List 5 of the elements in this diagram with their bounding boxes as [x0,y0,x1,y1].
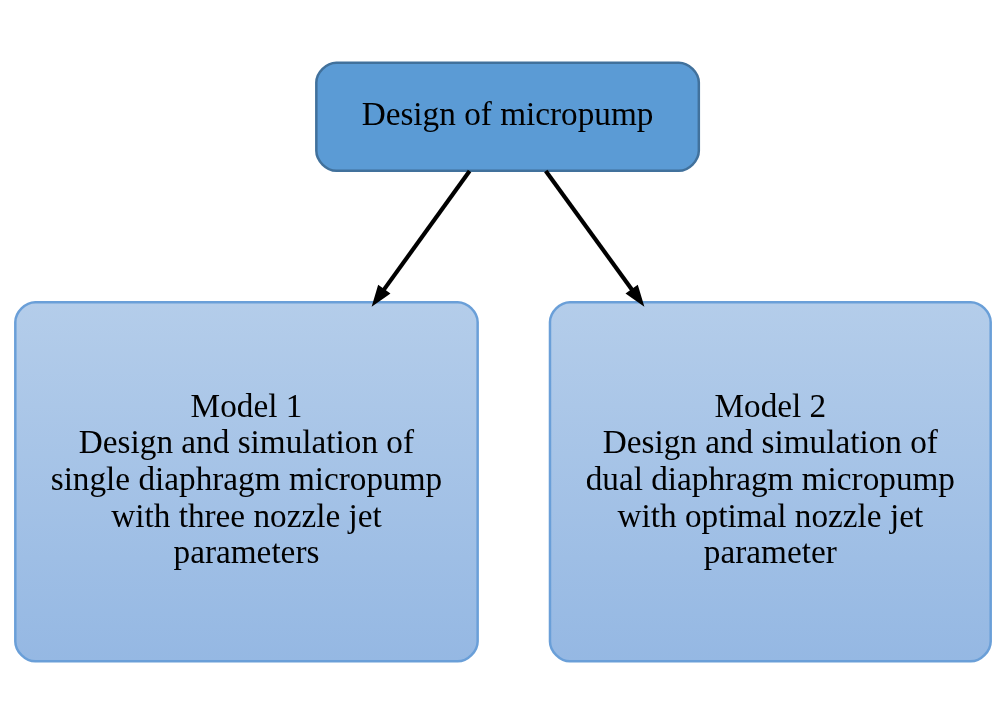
arrow [371,169,472,307]
node-box: Model 1 Design and simulation of single diaphragm micropump with three nozzle jet parameters [14,300,479,663]
node-box: Design of micropump [315,60,701,172]
arrow [544,169,645,307]
node-box: Model 2 Design and simulation of dual diaphragm micropump with optimal nozzle jet parameter [548,300,992,663]
